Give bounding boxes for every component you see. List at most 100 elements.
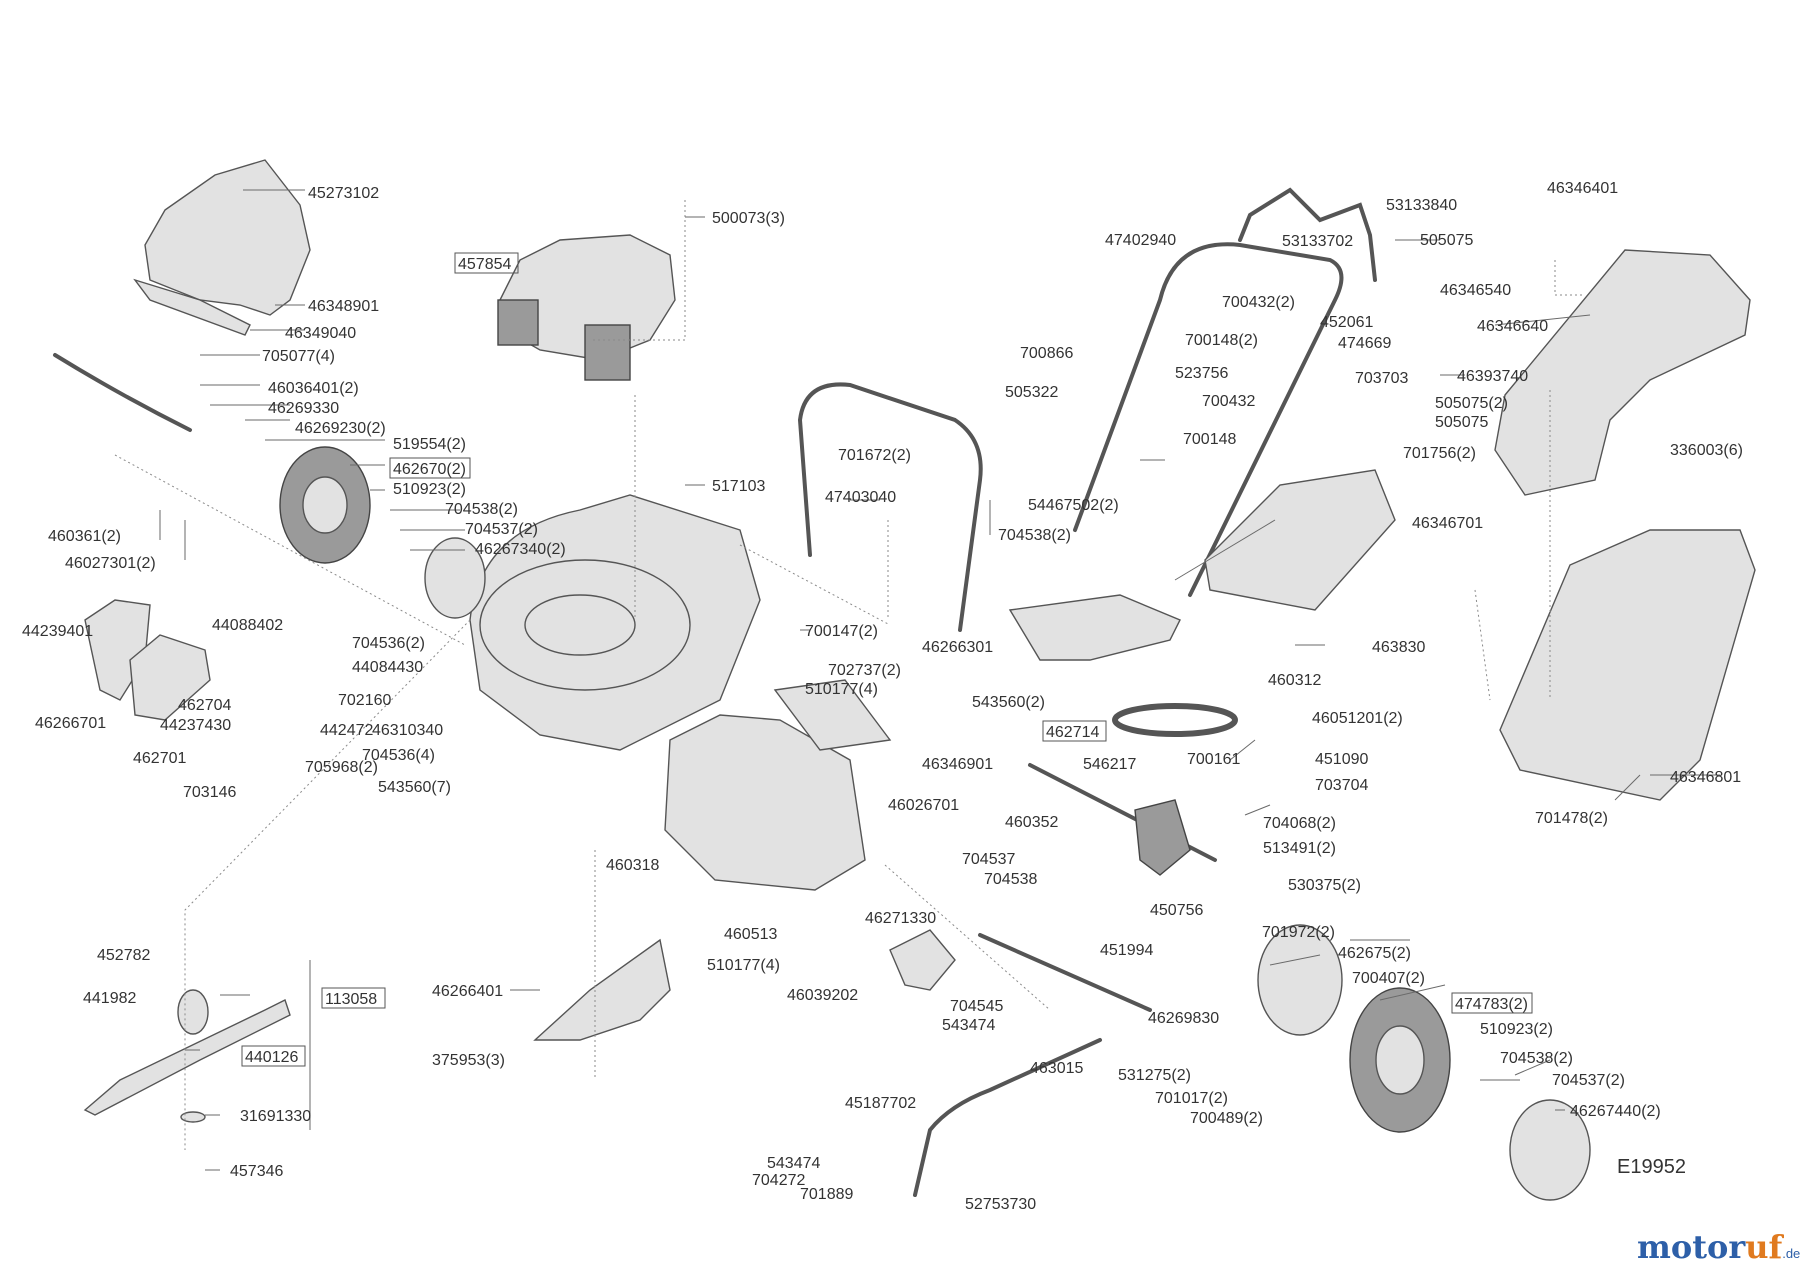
label-460312: 460312 — [1268, 672, 1321, 689]
label-701889: 701889 — [800, 1186, 853, 1203]
label-701672: 701672(2) — [838, 447, 911, 464]
label-46267340: 46267340(2) — [475, 541, 566, 558]
label-457854: 457854 — [458, 256, 511, 273]
watermark-logo: motoruf.de — [1637, 1228, 1800, 1266]
label-700148a: 700148(2) — [1185, 332, 1258, 349]
label-462704: 462704 — [178, 697, 231, 714]
label-452061: 452061 — [1320, 314, 1373, 331]
label-703704: 703704 — [1315, 777, 1368, 794]
upper-handle-shape — [1073, 242, 1344, 597]
label-702160: 702160 — [338, 692, 391, 709]
label-701017: 701017(2) — [1155, 1090, 1228, 1107]
label-462701: 462701 — [133, 750, 186, 767]
label-701972: 701972(2) — [1262, 924, 1335, 941]
label-52753730: 52753730 — [965, 1196, 1036, 1213]
label-46051201: 46051201(2) — [1312, 710, 1403, 727]
label-46266701: 46266701 — [35, 715, 106, 732]
engine-cover-shape — [144, 159, 311, 316]
label-701756: 701756(2) — [1403, 445, 1476, 462]
label-531275: 531275(2) — [1118, 1067, 1191, 1084]
label-705077: 705077(4) — [262, 348, 335, 365]
label-47403040: 47403040 — [825, 489, 896, 506]
label-450756: 450756 — [1150, 902, 1203, 919]
label-704068: 704068(2) — [1263, 815, 1336, 832]
label-703703: 703703 — [1355, 370, 1408, 387]
label-703146: 703146 — [183, 784, 236, 801]
label-510177b: 510177(4) — [707, 957, 780, 974]
label-47402940: 47402940 — [1105, 232, 1176, 249]
label-440126: 440126 — [245, 1049, 298, 1066]
label-46036401: 46036401(2) — [268, 380, 359, 397]
label-462670: 462670(2) — [393, 461, 466, 478]
label-46026701: 46026701 — [888, 797, 959, 814]
leader-lines — [159, 189, 1720, 1171]
label-46348901: 46348901 — [308, 298, 379, 315]
label-54467502: 54467502(2) — [1028, 497, 1119, 514]
label-53133840: 53133840 — [1386, 197, 1457, 214]
label-463830: 463830 — [1372, 639, 1425, 656]
label-543560b: 543560(2) — [972, 694, 1045, 711]
label-44084430: 44084430 — [352, 659, 423, 676]
label-700432a: 700432(2) — [1222, 294, 1295, 311]
label-46346701: 46346701 — [1412, 515, 1483, 532]
label-44239401: 44239401 — [22, 623, 93, 640]
label-451994: 451994 — [1100, 942, 1153, 959]
label-510923a: 510923(2) — [393, 481, 466, 498]
label-704538d: 704538(2) — [1500, 1050, 1573, 1067]
label-704536b: 704536(4) — [362, 747, 435, 764]
label-46346901: 46346901 — [922, 756, 993, 773]
label-500073: 500073(3) — [712, 210, 785, 227]
label-704538b: 704538(2) — [998, 527, 1071, 544]
label-452782: 452782 — [97, 947, 150, 964]
label-457346: 457346 — [230, 1163, 283, 1180]
label-462675: 462675(2) — [1338, 945, 1411, 962]
label-46269330: 46269330 — [268, 400, 339, 417]
catcher-bag-shape — [1499, 529, 1756, 801]
label-505322: 505322 — [1005, 384, 1058, 401]
label-510177a: 510177(4) — [805, 681, 878, 698]
label-46346640: 46346640 — [1477, 318, 1548, 335]
catcher-lid-shape — [1204, 469, 1396, 611]
label-517103: 517103 — [712, 478, 765, 495]
label-704536a: 704536(2) — [352, 635, 425, 652]
label-46271330: 46271330 — [865, 910, 936, 927]
blade-shape — [83, 999, 291, 1116]
label-460318: 460318 — [606, 857, 659, 874]
lower-handle-shape — [797, 382, 983, 632]
label-705968: 705968(2) — [305, 759, 378, 776]
label-113058: 113058 — [325, 991, 377, 1008]
catcher-frame-shape — [1494, 249, 1751, 496]
label-700147: 700147(2) — [805, 623, 878, 640]
label-700148b: 700148 — [1183, 431, 1236, 448]
label-700489: 700489(2) — [1190, 1110, 1263, 1127]
label-460361: 460361(2) — [48, 528, 121, 545]
label-704538a: 704538(2) — [445, 501, 518, 518]
label-704538c: 704538 — [984, 871, 1037, 888]
label-46346401: 46346401 — [1547, 180, 1618, 197]
label-704537c: 704537(2) — [1552, 1072, 1625, 1089]
label-375953: 375953(3) — [432, 1052, 505, 1069]
label-704272: 704272 — [752, 1172, 805, 1189]
label-45187702: 45187702 — [845, 1095, 916, 1112]
label-45273102: 45273102 — [308, 185, 379, 202]
label-46346801: 46346801 — [1670, 769, 1741, 786]
svg-text:motoruf.de: motoruf.de — [1637, 1228, 1800, 1266]
label-704537a: 704537(2) — [465, 521, 538, 538]
label-546217: 546217 — [1083, 756, 1136, 773]
label-543560a: 543560(7) — [378, 779, 451, 796]
label-46269830: 46269830 — [1148, 1010, 1219, 1027]
label-513491: 513491(2) — [1263, 840, 1336, 857]
label-505075a: 505075 — [1420, 232, 1473, 249]
label-700866: 700866 — [1020, 345, 1073, 362]
label-44088402: 44088402 — [212, 617, 283, 634]
label-46027301: 46027301(2) — [65, 555, 156, 572]
label-704537b: 704537 — [962, 851, 1015, 868]
label-519554: 519554(2) — [393, 436, 466, 453]
label-441982: 441982 — [83, 990, 136, 1007]
label-700432b: 700432 — [1202, 393, 1255, 410]
label-46269230: 46269230(2) — [295, 420, 386, 437]
label-474783: 474783(2) — [1455, 996, 1528, 1013]
drawing-code: E19952 — [1617, 1156, 1686, 1178]
label-46267440: 46267440(2) — [1570, 1103, 1661, 1120]
label-462714: 462714 — [1046, 724, 1099, 741]
